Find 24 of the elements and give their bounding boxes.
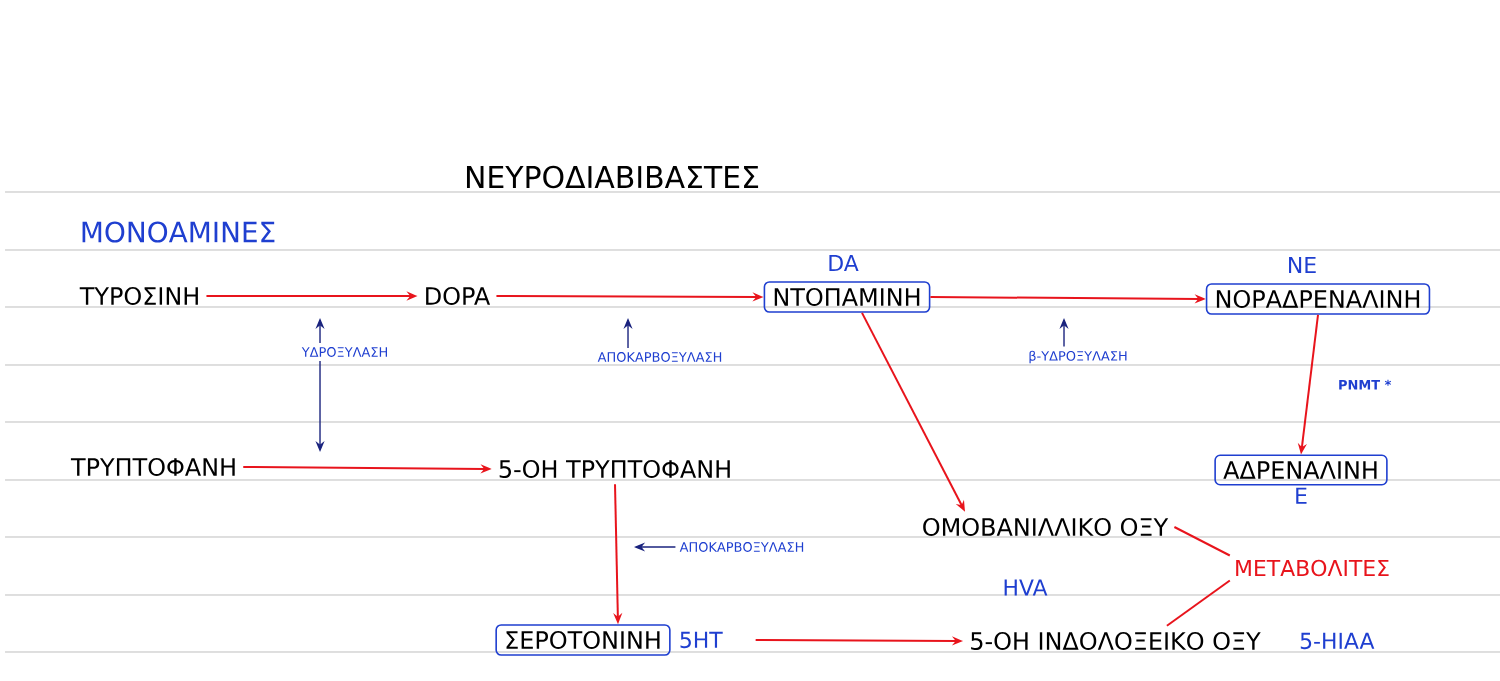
compound-box: ΑΔΡΕΝΑΛΙΝΗ bbox=[1214, 454, 1388, 486]
compound-label: DOPA bbox=[426, 286, 491, 306]
compound-label: 5-ΟΗ ΙΝΔΟΛΟΞΕΙΚΟ ΟΞΥ bbox=[971, 631, 1261, 651]
compound-label: ΟΜΟΒΑΝΙΛΛΙΚΟ ΟΞΥ bbox=[923, 517, 1169, 537]
abbreviation: 5-HIAA bbox=[1300, 632, 1375, 650]
heading: ΜΟΝΟΑΜΙΝΕΣ bbox=[82, 221, 275, 243]
enzyme-label: ΥΔΡΟΞΥΛΑΣΗ bbox=[301, 347, 387, 357]
compound-box: ΝΤΟΠΑΜΙΝΗ bbox=[763, 281, 931, 313]
abbreviation: DA bbox=[829, 254, 859, 271]
enzyme-label: ΑΠΟΚΑΡΒΟΞΥΛΑΣΗ bbox=[679, 542, 804, 552]
compound-label: ΤΡΥΠΤΟΦΑΝΗ bbox=[70, 457, 235, 477]
abbreviation: 5HT bbox=[680, 631, 723, 649]
compound-label: 5-ΟΗ ΤΡΥΠΤΟΦΑΝΗ bbox=[499, 459, 730, 479]
enzyme-label: β-ΥΔΡΟΞΥΛΑΣΗ bbox=[1029, 350, 1127, 364]
group-label: ΜΕΤΑΒΟΛΙΤΕΣ bbox=[1236, 559, 1389, 577]
compound-box: ΝΟΡΑΔΡΕΝΑΛΙΝΗ bbox=[1205, 283, 1431, 315]
abbreviation: NE bbox=[1289, 256, 1316, 273]
compound-box: ΣΕΡΟΤΟΝΙΝΗ bbox=[495, 624, 671, 656]
abbreviation: HVA bbox=[1004, 579, 1048, 596]
enzyme-label: ΑΠΟΚΑΡΒΟΞΥΛΑΣΗ bbox=[597, 352, 722, 362]
edge-label: PNMT * bbox=[1339, 379, 1392, 390]
abbreviation: E bbox=[1296, 487, 1307, 504]
compound-label: ΤΥΡΟΣΙΝΗ bbox=[79, 286, 198, 306]
title: ΝΕΥΡΟΔΙΑΒΙΒΑΣΤΕΣ bbox=[467, 165, 759, 189]
